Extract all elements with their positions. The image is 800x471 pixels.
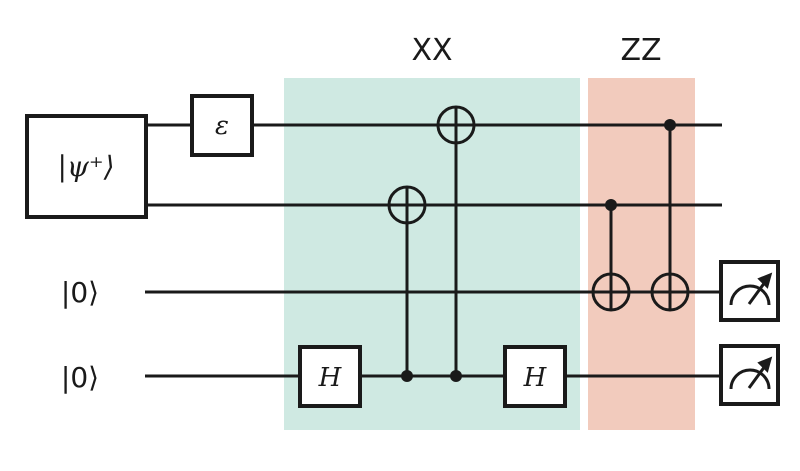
control-dot-icon — [401, 370, 413, 382]
meter-icon — [729, 272, 773, 306]
target-icon — [387, 185, 427, 225]
measurement-2 — [719, 344, 780, 406]
bell-state-label: |ψ⁺⟩ — [57, 150, 114, 183]
zz-label: ZZ — [620, 33, 661, 68]
control-dot-icon — [450, 370, 462, 382]
ancilla-label-1: |0⟩ — [61, 276, 99, 309]
cnot-zz-1 — [591, 199, 631, 312]
cnot-zz-2 — [650, 119, 690, 312]
target-icon — [650, 272, 690, 312]
target-icon — [436, 105, 476, 145]
measurement-1 — [719, 260, 780, 322]
zz-region — [588, 78, 695, 430]
xx-label: XX — [411, 33, 452, 68]
ancilla-label-2: |0⟩ — [61, 361, 99, 394]
bell-state-box: |ψ⁺⟩ — [25, 114, 148, 219]
control-dot-icon — [605, 199, 617, 211]
error-gate: ε — [190, 94, 254, 157]
control-dot-icon — [664, 119, 676, 131]
error-gate-label: ε — [215, 111, 229, 141]
hadamard-gate-1: H — [298, 345, 362, 408]
hadamard-gate-2: H — [503, 345, 567, 408]
hadamard-label-1: H — [318, 363, 343, 393]
cnot-xx-2 — [436, 105, 476, 382]
cnot-xx-1 — [387, 185, 427, 382]
target-icon — [591, 272, 631, 312]
meter-icon — [729, 356, 773, 390]
hadamard-label-2: H — [523, 363, 548, 393]
